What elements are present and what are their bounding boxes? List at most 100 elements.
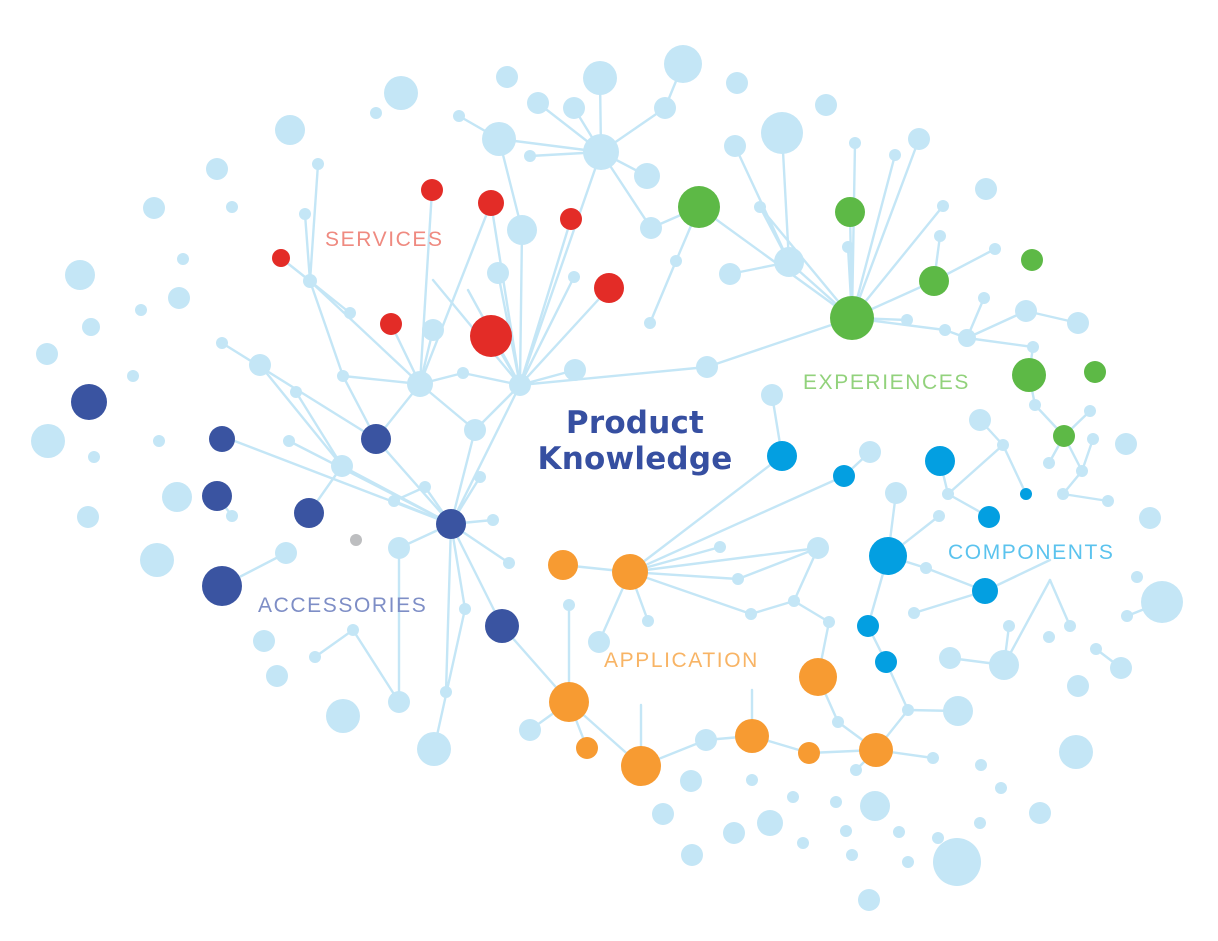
background-node (943, 696, 973, 726)
background-node (88, 451, 100, 463)
accessories-node (485, 609, 519, 643)
background-node (524, 150, 536, 162)
application-node (798, 742, 820, 764)
background-node (719, 263, 741, 285)
background-node (902, 704, 914, 716)
background-node (503, 557, 515, 569)
network-link (758, 205, 854, 320)
experiences-node (678, 186, 720, 228)
background-node (77, 506, 99, 528)
background-node (417, 732, 451, 766)
network-link (1001, 443, 1028, 496)
services-label: SERVICES (325, 228, 444, 251)
background-node (36, 343, 58, 365)
network-link (792, 599, 831, 624)
title-line-1: Product (565, 405, 705, 441)
background-node (889, 149, 901, 161)
network-link (1061, 492, 1110, 503)
network-link (946, 443, 1005, 496)
background-node (474, 471, 486, 483)
background-node (370, 107, 382, 119)
application-node (621, 746, 661, 786)
background-node (388, 537, 410, 559)
background-node (995, 782, 1007, 794)
network-link (313, 628, 355, 659)
services-node (594, 273, 624, 303)
background-node (815, 94, 837, 116)
background-node (754, 201, 766, 213)
background-node (588, 631, 610, 653)
background-node (860, 791, 890, 821)
background-node (714, 541, 726, 553)
components-node (978, 506, 1000, 528)
background-node (746, 774, 758, 786)
background-node (266, 665, 288, 687)
background-node (939, 324, 951, 336)
network-link (432, 607, 467, 751)
network-link (736, 546, 820, 581)
background-node (975, 178, 997, 200)
background-node (331, 455, 353, 477)
background-node (1139, 507, 1161, 529)
background-node (908, 128, 930, 150)
background-node (937, 200, 949, 212)
background-node (1131, 571, 1143, 583)
background-node (681, 844, 703, 866)
background-node (830, 796, 842, 808)
background-node (1141, 581, 1183, 623)
experiences-node (919, 266, 949, 296)
experiences-label: EXPERIENCES (803, 371, 970, 394)
background-node (457, 367, 469, 379)
background-node (1115, 433, 1137, 455)
background-node (1067, 312, 1089, 334)
background-node (453, 110, 465, 122)
background-node (564, 359, 586, 381)
experiences-node (830, 296, 874, 340)
background-node (1087, 433, 1099, 445)
background-node (723, 822, 745, 844)
background-node (989, 243, 1001, 255)
background-node (726, 72, 748, 94)
background-node (1076, 465, 1088, 477)
background-node (1029, 802, 1051, 824)
background-node (732, 573, 744, 585)
background-node (31, 424, 65, 458)
background-node (135, 304, 147, 316)
network-link (449, 428, 477, 526)
services-node (478, 190, 504, 216)
background-node (563, 97, 585, 119)
background-node (482, 122, 516, 156)
network-link (444, 522, 453, 694)
network-link (518, 286, 611, 387)
background-node (459, 603, 471, 615)
experiences-node (1021, 249, 1043, 271)
background-node (932, 832, 944, 844)
background-node (989, 650, 1019, 680)
network-link (628, 570, 740, 581)
application-node (549, 682, 589, 722)
network-link (258, 363, 344, 468)
network-link (449, 383, 522, 526)
accessories-node (71, 384, 107, 420)
background-node (388, 495, 400, 507)
background-node (419, 481, 431, 493)
background-node (788, 595, 800, 607)
background-node (347, 624, 359, 636)
network-link (628, 570, 753, 616)
network-link (449, 522, 504, 628)
background-node (487, 262, 509, 284)
background-node (696, 356, 718, 378)
services-node (380, 313, 402, 335)
background-node (303, 274, 317, 288)
background-node (384, 76, 418, 110)
background-node (842, 241, 854, 253)
network-link (489, 201, 522, 387)
background-node (407, 371, 433, 397)
background-node (82, 318, 100, 336)
application-node (799, 658, 837, 696)
background-node (975, 759, 987, 771)
background-node (487, 514, 499, 526)
background-node (153, 435, 165, 447)
background-node (978, 292, 990, 304)
background-node (226, 201, 238, 213)
